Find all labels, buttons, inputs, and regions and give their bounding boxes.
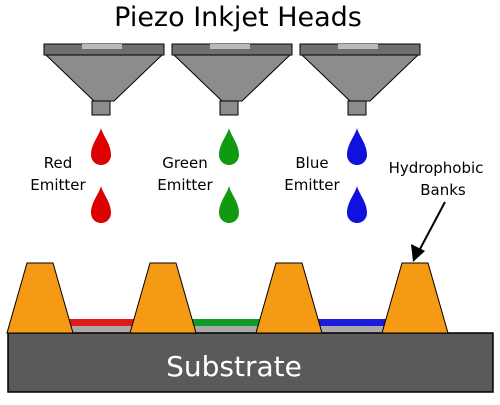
- droplet-red-1: [91, 128, 111, 165]
- emitter-label-green-line2: Emitter: [157, 176, 213, 194]
- banks-arrow: [411, 201, 446, 262]
- head-top-highlight: [82, 44, 122, 49]
- droplet-red-2: [91, 186, 111, 223]
- droplet-green-1: [219, 128, 239, 165]
- hydrophobic-banks: [6, 262, 449, 334]
- bank: [6, 262, 74, 334]
- emitter-label-blue-line1: Blue: [295, 154, 328, 172]
- emitter-label-red-line1: Red: [44, 154, 73, 172]
- substrate-label: Substrate: [166, 350, 302, 383]
- emitter-label-red-line2: Emitter: [30, 176, 86, 194]
- pixel-wells: [66, 319, 388, 334]
- bank: [381, 262, 449, 334]
- inkjet-head-blue: [299, 43, 421, 116]
- pixel-well-blue: [318, 319, 388, 326]
- head-top-highlight: [210, 44, 250, 49]
- pixel-well-green: [192, 319, 262, 326]
- droplet-blue-1: [347, 128, 367, 165]
- pixel-well-red: [66, 319, 136, 326]
- arrow-head: [411, 244, 425, 262]
- emitter-label-green-line1: Green: [162, 154, 207, 172]
- droplet-green-2: [219, 186, 239, 223]
- inkjet-head-red: [43, 43, 165, 116]
- droplets: [91, 128, 367, 223]
- bank: [129, 262, 197, 334]
- head-nozzle: [219, 100, 239, 116]
- head-funnel: [44, 54, 164, 102]
- inkjet-head-green: [171, 43, 293, 116]
- head-funnel: [172, 54, 292, 102]
- head-nozzle: [347, 100, 367, 116]
- emitter-label-blue-line2: Emitter: [284, 176, 340, 194]
- droplet-blue-2: [347, 186, 367, 223]
- head-funnel: [300, 54, 420, 102]
- substrate: [7, 332, 494, 393]
- head-nozzle: [91, 100, 111, 116]
- banks-label-line1: Hydrophobic: [389, 159, 484, 177]
- banks-label-line2: Banks: [420, 181, 466, 199]
- bank: [255, 262, 323, 334]
- diagram-title: Piezo Inkjet Heads: [114, 2, 362, 33]
- head-top-highlight: [338, 44, 378, 49]
